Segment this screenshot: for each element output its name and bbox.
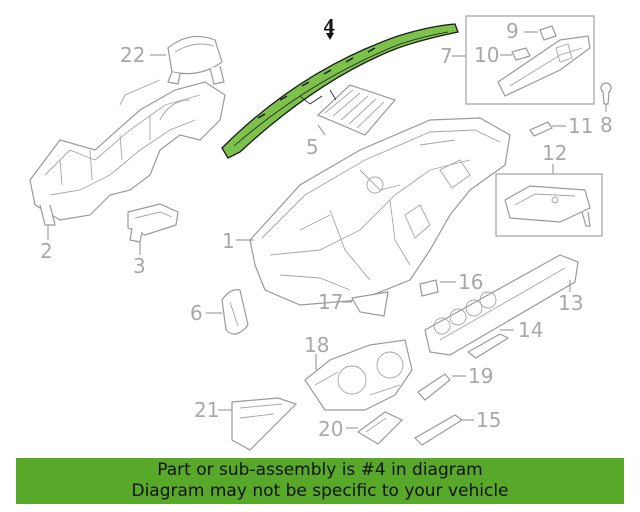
part-9-clip: [524, 25, 557, 41]
callout-label-8: 8: [600, 113, 613, 137]
callout-label-18: 18: [304, 333, 329, 357]
part-4-upper-panel-highlighted: [221, 20, 459, 159]
info-banner: Part or sub-assembly is #4 in diagram Di…: [16, 458, 624, 504]
part-18-cluster-bezel: [304, 339, 413, 411]
part-1-instrument-panel: [236, 117, 511, 306]
part-3-bracket: [127, 203, 179, 255]
callout-label-7: 7: [440, 44, 453, 68]
callout-label-17: 17: [318, 290, 343, 314]
part-21-glove-box: [218, 397, 298, 451]
callout-label-12: 12: [542, 141, 567, 165]
part-10-clip: [500, 47, 531, 61]
parts-diagram: 1 2 3 4 5 6 7 8 9 10 11 12 13 14 15 16 1…: [29, 15, 613, 451]
part-20-trim: [346, 411, 404, 445]
part-15-trim: [414, 414, 474, 446]
callout-label-21: 21: [194, 398, 219, 422]
callout-label-20: 20: [318, 417, 343, 441]
banner-line-2: Diagram may not be specific to your vehi…: [131, 481, 509, 501]
callout-label-1: 1: [222, 229, 235, 253]
callout-label-22: 22: [120, 43, 145, 67]
part-16-switch: [419, 279, 456, 297]
part-19-trim: [417, 373, 466, 401]
part-5-module: [316, 84, 397, 136]
part-13-long-trim: [424, 254, 579, 356]
callout-label-2: 2: [40, 239, 53, 263]
callout-label-6: 6: [190, 301, 203, 325]
part-17-trim: [342, 291, 389, 317]
callout-label-9: 9: [506, 19, 519, 43]
callout-box-7: [452, 15, 595, 105]
callout-box-12: [495, 164, 603, 237]
part-11-trim: [529, 121, 566, 137]
part-8-screw: [600, 82, 612, 112]
callout-label-3: 3: [133, 254, 146, 278]
part-7-trim-panel: [497, 35, 591, 97]
part-6-end-cap: [206, 289, 249, 335]
callout-label-16: 16: [458, 270, 483, 294]
callout-label-14: 14: [518, 318, 543, 342]
callout-label-5: 5: [306, 135, 319, 159]
callout-label-4: 4: [323, 15, 336, 39]
callout-label-11: 11: [568, 114, 593, 138]
part-22-airbag: [150, 35, 225, 85]
callout-label-13: 13: [558, 291, 583, 315]
banner-line-1: Part or sub-assembly is #4 in diagram: [157, 460, 483, 480]
callout-label-19: 19: [468, 364, 493, 388]
part-2-crosscar-beam: [29, 79, 226, 240]
callout-label-10: 10: [474, 43, 499, 67]
callout-label-15: 15: [476, 408, 501, 432]
part-14-trim: [466, 329, 514, 359]
